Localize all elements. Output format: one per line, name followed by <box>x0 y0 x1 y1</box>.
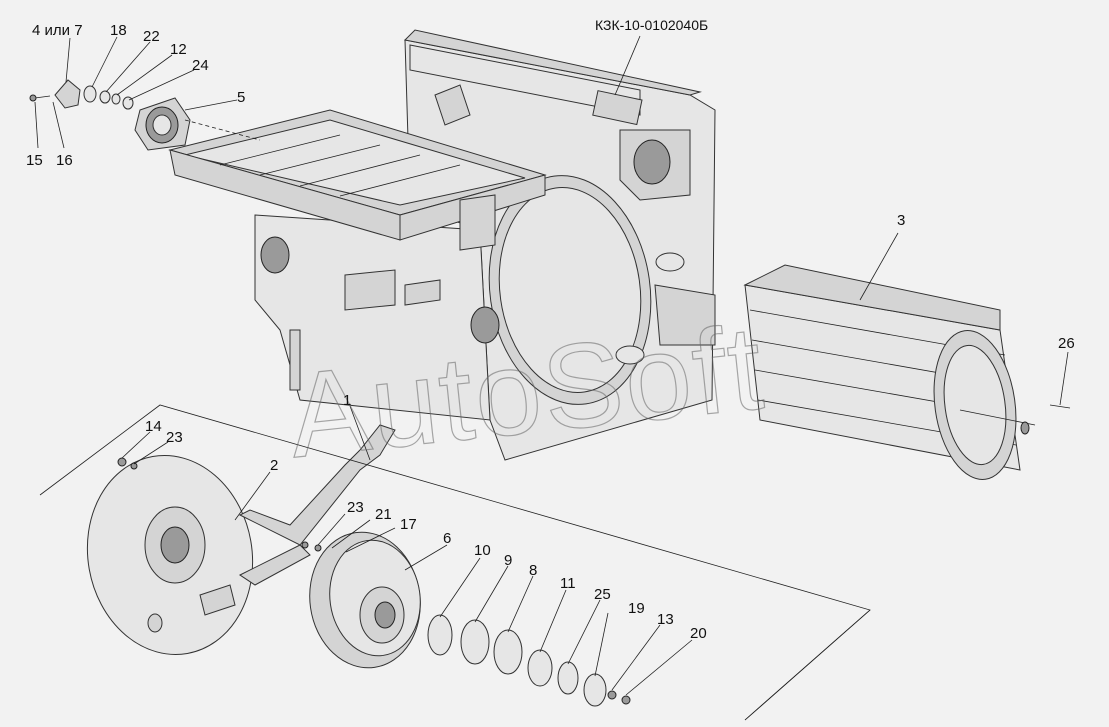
callout-label: 2 <box>270 457 278 474</box>
callout-label: 22 <box>143 28 160 45</box>
rotor-3 <box>743 264 1071 480</box>
callout-label: 26 <box>1058 335 1075 352</box>
side-wall <box>254 214 500 421</box>
bearing-housing-5 <box>134 97 261 151</box>
callout-label: 19 <box>628 600 645 617</box>
callout-label: 6 <box>443 530 451 547</box>
callout-label: 10 <box>474 542 491 559</box>
cover-2 <box>86 454 254 656</box>
small-parts-top-left <box>29 79 134 110</box>
callout-label: 23 <box>347 499 364 516</box>
callout-label: 18 <box>110 22 127 39</box>
leader-lines <box>34 35 1069 696</box>
housing-body <box>403 29 716 461</box>
callout-label: 12 <box>170 41 187 58</box>
callout-label: 23 <box>166 429 183 446</box>
callout-label: 1 <box>343 392 351 409</box>
callouts: 4 или 7 18 22 12 24 5 15 16 3 26 1 14 23… <box>26 22 1075 642</box>
callout-label: 14 <box>145 418 162 435</box>
callout-label: 24 <box>192 57 209 74</box>
pulley-6 <box>301 531 421 669</box>
trough-frame <box>168 84 547 251</box>
drawing-code: КЗК-10-0102040Б <box>595 17 708 33</box>
bracket-1 <box>238 424 396 586</box>
exploded-frame-line-right <box>744 609 871 721</box>
callout-label: 13 <box>657 611 674 628</box>
callout-label: 25 <box>594 586 611 603</box>
callout-label: 4 или 7 <box>32 22 83 39</box>
callout-label: 20 <box>690 625 707 642</box>
callout-label: 3 <box>897 212 905 229</box>
callout-label: 11 <box>560 575 576 592</box>
callout-label: 15 <box>26 152 43 169</box>
callout-label: 17 <box>400 516 417 533</box>
callout-label: 21 <box>375 506 392 523</box>
rings-stack <box>427 614 631 707</box>
callout-label: 16 <box>56 152 73 169</box>
callout-label: 8 <box>529 562 537 579</box>
callout-label: 9 <box>504 552 512 569</box>
callout-label: 5 <box>237 89 245 106</box>
